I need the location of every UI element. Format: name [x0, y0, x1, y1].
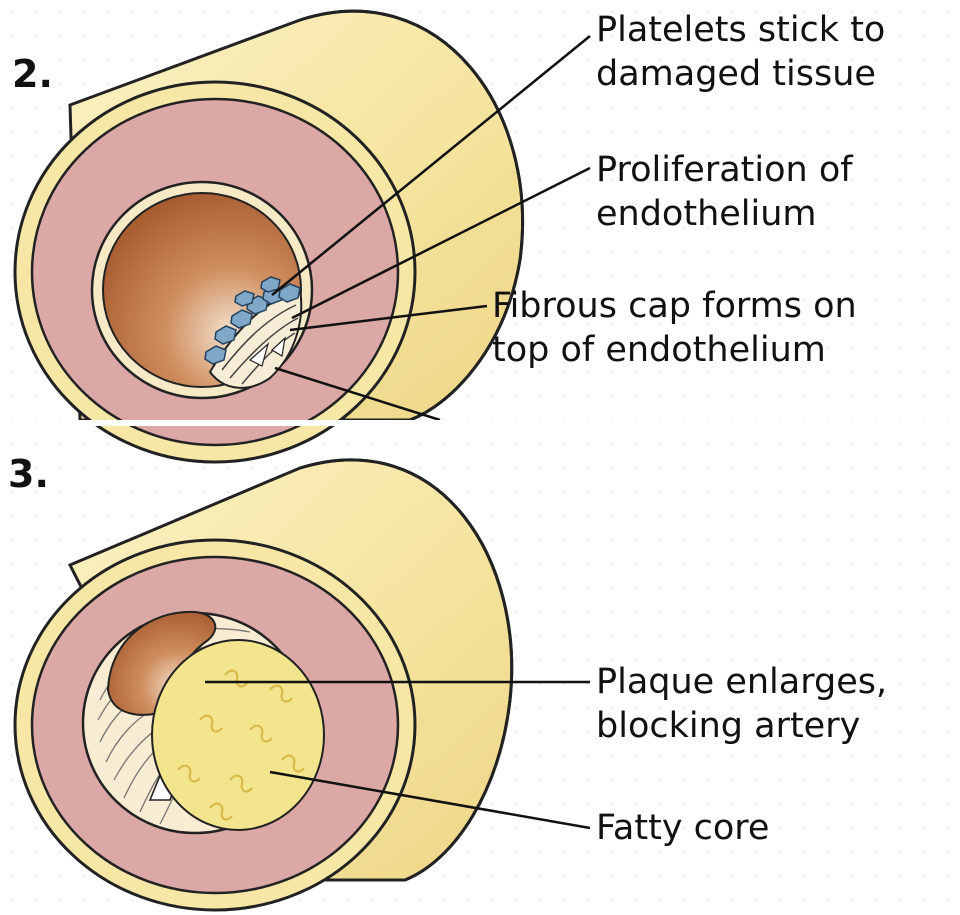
label-fibrous-cap: Fibrous cap forms on top of endothelium	[492, 284, 857, 372]
panel-2-tube-back-edge	[299, 9, 525, 422]
panel-3-fat-squiggles	[177, 669, 305, 821]
panel-2-artery	[13, 9, 591, 464]
label-plaque-enlarges: Plaque enlarges, blocking artery	[596, 660, 887, 748]
label-platelets: Platelets stick to damaged tissue	[596, 8, 885, 96]
label-plaque-line2: blocking artery	[596, 706, 861, 746]
leader-line-fatty-core	[269, 770, 591, 830]
panel-3-tube-back-edge	[299, 458, 514, 882]
leader-line-fibrous-cap	[289, 304, 488, 332]
panel-3-number: 3.	[8, 452, 49, 496]
panel-3-narrowed-lumen	[106, 610, 217, 716]
panel-divider	[0, 420, 960, 426]
label-fatty-core-line1: Fatty core	[596, 808, 770, 848]
panel-2-number: 2.	[12, 52, 53, 96]
label-fibrous-cap-line1: Fibrous cap forms on	[492, 286, 857, 326]
panel-2-endothelium-fibres	[221, 304, 299, 385]
panel-2-white-streaks	[248, 336, 286, 367]
label-platelets-line2: damaged tissue	[596, 54, 876, 94]
label-proliferation-line1: Proliferation of	[596, 150, 853, 190]
panel-3-fatty-core	[151, 639, 325, 831]
leader-line-platelets	[271, 35, 591, 296]
label-proliferation-line2: endothelium	[596, 194, 817, 234]
label-fibrous-cap-line2: top of endothelium	[492, 330, 826, 370]
label-fatty-core: Fatty core	[596, 806, 769, 850]
label-proliferation: Proliferation of endothelium	[596, 148, 853, 236]
panel-3-artery	[13, 458, 591, 912]
label-plaque-line1: Plaque enlarges,	[596, 662, 888, 702]
label-platelets-line1: Platelets stick to	[596, 10, 886, 50]
leader-line-proliferation	[291, 166, 591, 320]
leader-line-cut-off	[274, 366, 441, 422]
